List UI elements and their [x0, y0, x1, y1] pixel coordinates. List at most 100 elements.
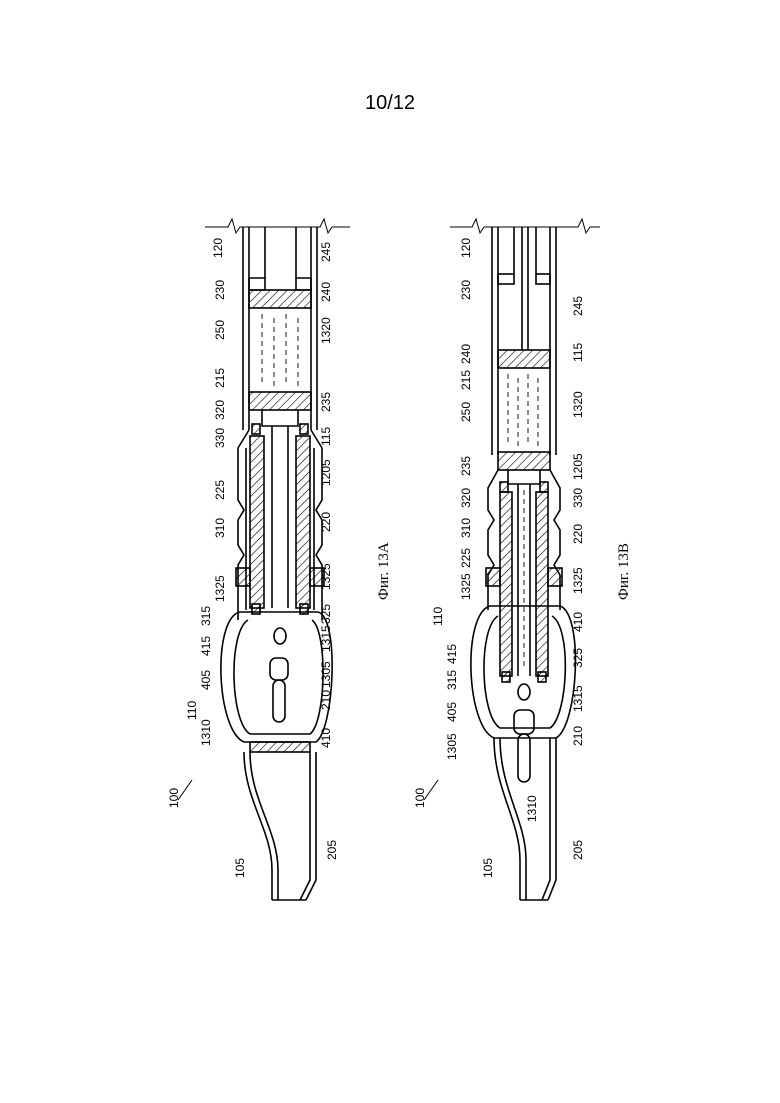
label: 245	[319, 242, 333, 262]
label: 225	[459, 548, 473, 568]
body-left-profile	[488, 470, 498, 610]
inner-rod	[265, 227, 296, 278]
label: 105	[233, 858, 247, 878]
label: 1325	[459, 573, 473, 600]
slot-1310	[273, 680, 285, 722]
label: 1325	[213, 575, 227, 602]
label: 110	[185, 701, 199, 720]
label: 230	[459, 280, 473, 300]
plug-lower	[498, 452, 550, 470]
figure-13a: 120 245 230 240 250 1320 215 320 235 330…	[167, 219, 392, 900]
seal-330-right	[540, 482, 548, 492]
label: 110	[431, 607, 445, 626]
plug-210	[250, 742, 310, 752]
balloon-outer	[221, 612, 332, 742]
label: 1325	[319, 563, 333, 590]
sleeve-right	[296, 436, 310, 608]
label: 325	[319, 604, 333, 624]
balloon-inner	[484, 616, 565, 728]
label: 215	[213, 368, 227, 388]
plug-upper	[249, 290, 311, 308]
label: 120	[459, 238, 473, 258]
label: 205	[325, 840, 339, 860]
label: 1325	[571, 567, 585, 594]
label: 1320	[319, 317, 333, 344]
thread-ring-left	[486, 568, 500, 586]
label: 215	[459, 370, 473, 390]
seal-330-right	[300, 424, 308, 434]
slot-1310	[518, 734, 530, 782]
plug-lower	[249, 392, 311, 410]
piston-head	[262, 410, 298, 426]
label: 320	[213, 400, 227, 420]
figure-caption-13a: Фиг. 13А	[376, 542, 392, 600]
label: 410	[319, 728, 333, 748]
label: 1315	[571, 685, 585, 712]
label: 310	[213, 518, 227, 538]
label: 330	[571, 488, 585, 508]
inner-rod	[514, 227, 536, 274]
label: 320	[459, 488, 473, 508]
label: 310	[459, 518, 473, 538]
label: 1205	[571, 453, 585, 480]
plug-upper	[498, 350, 550, 368]
label: 415	[445, 644, 459, 664]
sleeve-left	[250, 436, 264, 608]
fluid-chamber	[508, 374, 538, 446]
fluid-chamber	[262, 314, 298, 386]
catheter-right-inner	[300, 752, 310, 900]
label: 115	[319, 427, 333, 446]
break-line	[450, 219, 600, 233]
seal-325-left	[502, 672, 510, 682]
port-1315	[518, 684, 530, 700]
label: 1315	[319, 625, 333, 652]
label: 1305	[319, 661, 333, 688]
balloon-inner	[234, 620, 323, 734]
label: 1320	[571, 391, 585, 418]
break-line	[205, 219, 350, 233]
catheter-left-inner	[250, 752, 278, 900]
seat-230	[498, 274, 514, 284]
label: 230	[213, 280, 227, 300]
label: 325	[571, 648, 585, 668]
label: 100	[413, 788, 427, 808]
label: 235	[459, 456, 473, 476]
body-left-profile	[238, 430, 249, 620]
catheter-right-inner	[542, 738, 550, 900]
seal-325-right	[538, 672, 546, 682]
label: 405	[199, 670, 213, 690]
label: 405	[445, 702, 459, 722]
label: 100	[167, 788, 181, 808]
label: 120	[211, 238, 225, 258]
sleeve-right	[536, 492, 548, 676]
slot-1305	[514, 710, 534, 734]
thread-ring-right	[548, 568, 562, 586]
label: 250	[459, 402, 473, 422]
label: 225	[213, 480, 227, 500]
label: 245	[571, 296, 585, 316]
figure-13b: 120 230 245 240 215 115 250 1320 235 120…	[413, 219, 632, 900]
label: 240	[459, 344, 473, 364]
seat-230	[249, 278, 265, 290]
seat-240	[296, 278, 311, 290]
figure-caption-13b: Фиг. 13В	[616, 543, 632, 600]
thread-ring-left	[236, 568, 250, 586]
catheter-right	[306, 752, 316, 900]
seal-330-left	[252, 424, 260, 434]
label: 315	[445, 670, 459, 690]
label: 415	[199, 636, 213, 656]
label: 205	[571, 840, 585, 860]
label: 410	[571, 612, 585, 632]
label: 220	[571, 524, 585, 544]
label: 210	[319, 690, 333, 710]
label: 1310	[525, 795, 539, 822]
label: 210	[571, 726, 585, 746]
label: 115	[571, 343, 585, 362]
label: 220	[319, 512, 333, 532]
label: 105	[481, 858, 495, 878]
slot-1305	[270, 658, 288, 680]
label: 1205	[319, 459, 333, 486]
sleeve-left	[500, 492, 512, 676]
rod-245	[522, 227, 528, 350]
